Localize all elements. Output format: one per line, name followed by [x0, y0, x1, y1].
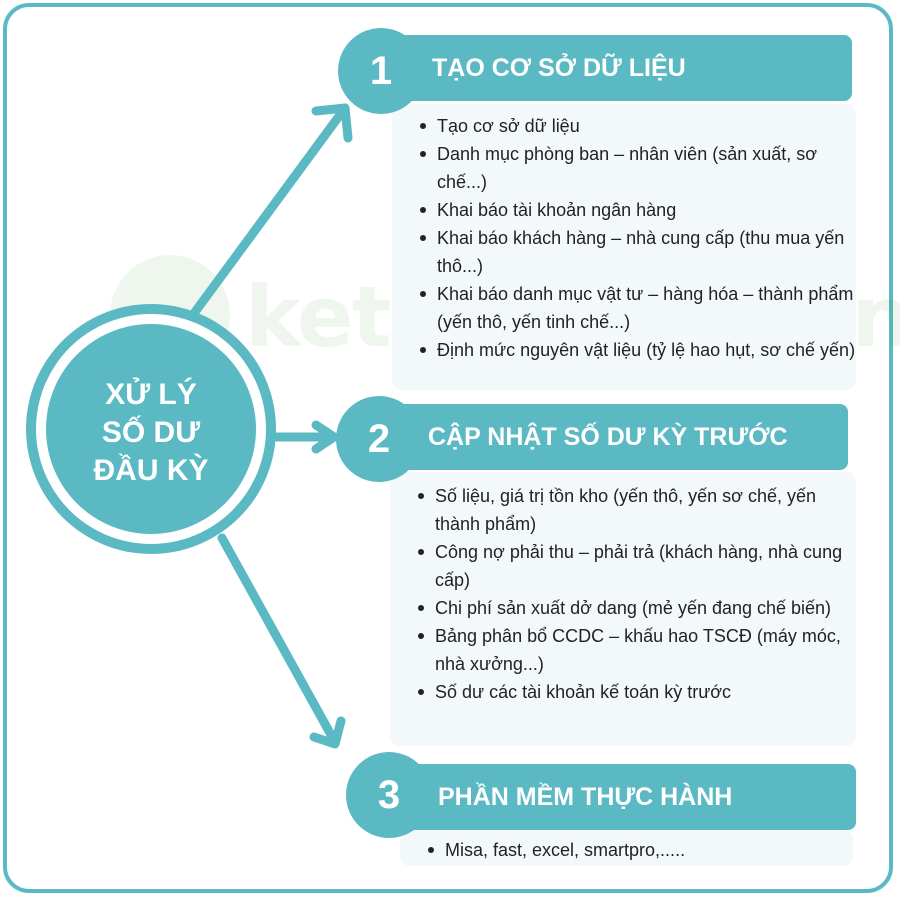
section-3-list: Misa, fast, excel, smartpro,.....	[400, 836, 853, 864]
list-item: Khai báo tài khoản ngân hàng	[420, 196, 856, 224]
list-item: Misa, fast, excel, smartpro,.....	[428, 836, 853, 864]
center-title: XỬ LÝ SỐ DƯ ĐẦU KỲ	[93, 378, 209, 487]
section-2-number-badge: 2	[336, 396, 422, 482]
list-item: Khai báo danh mục vật tư – hàng hóa – th…	[420, 280, 856, 336]
list-item: Số liệu, giá trị tồn kho (yến thô, yến s…	[418, 482, 856, 538]
section-2-header: CẬP NHẬT SỐ DƯ KỲ TRƯỚC	[380, 404, 848, 470]
list-item: Chi phí sản xuất dở dang (mẻ yến đang ch…	[418, 594, 856, 622]
section-2-list: Số liệu, giá trị tồn kho (yến thô, yến s…	[390, 482, 856, 706]
list-item: Danh mục phòng ban – nhân viên (sản xuất…	[420, 140, 856, 196]
arrow-to-section-3	[217, 533, 340, 747]
section-2-title: CẬP NHẬT SỐ DƯ KỲ TRƯỚC	[428, 422, 788, 451]
section-3-number-badge: 3	[346, 752, 432, 838]
section-3-panel: Misa, fast, excel, smartpro,.....	[400, 830, 853, 866]
arrowhead-1	[311, 103, 353, 143]
section-2-number: 2	[367, 416, 391, 461]
section-1-title: TẠO CƠ SỞ DỮ LIỆU	[432, 53, 686, 82]
section-3-number: 3	[377, 772, 401, 817]
section-3-header: PHẦN MỀM THỰC HÀNH	[390, 764, 856, 830]
section-1-number: 1	[369, 48, 393, 93]
section-2-panel: Số liệu, giá trị tồn kho (yến thô, yến s…	[390, 472, 856, 746]
list-item: Định mức nguyên vật liệu (tỷ lệ hao hụt,…	[420, 336, 856, 364]
list-item: Bảng phân bổ CCDC – khấu hao TSCĐ (máy m…	[418, 622, 856, 678]
section-1-number-badge: 1	[338, 28, 424, 114]
center-node: XỬ LÝ SỐ DƯ ĐẦU KỲ	[26, 304, 276, 554]
arrowhead-3	[309, 716, 346, 749]
section-1-panel: Tạo cơ sở dữ liệu Danh mục phòng ban – n…	[392, 104, 856, 390]
section-1-list: Tạo cơ sở dữ liệu Danh mục phòng ban – n…	[392, 112, 856, 364]
section-1-header: TẠO CƠ SỞ DỮ LIỆU	[380, 35, 852, 101]
section-3-title: PHẦN MỀM THỰC HÀNH	[438, 782, 733, 811]
list-item: Khai báo khách hàng – nhà cung cấp (thu …	[420, 224, 856, 280]
arrowhead-2	[311, 420, 339, 454]
list-item: Công nợ phải thu – phải trả (khách hàng,…	[418, 538, 856, 594]
list-item: Tạo cơ sở dữ liệu	[420, 112, 856, 140]
list-item: Số dư các tài khoản kế toán kỳ trước	[418, 678, 856, 706]
arrow-to-section-1	[190, 103, 350, 317]
